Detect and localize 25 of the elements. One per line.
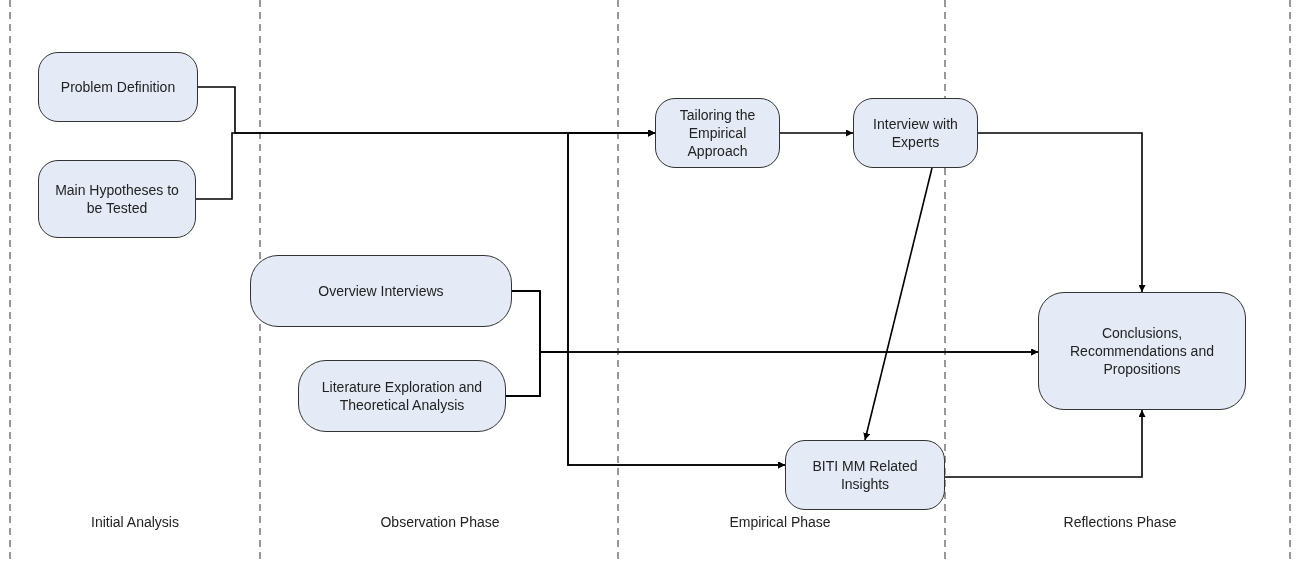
process-box [38, 160, 196, 238]
process-box [1038, 292, 1246, 410]
process-box [38, 52, 198, 122]
box-label: Interview with Experts [872, 114, 959, 152]
arrow [977, 132, 1146, 293]
box-label: Conclusions, Recommendations and Propositions [1069, 323, 1215, 379]
box-label: BITI MM Related Insights [811, 456, 919, 494]
box-label: Overview Interviews [318, 281, 444, 301]
process-box [655, 98, 780, 168]
process-box [853, 98, 978, 168]
arrow [779, 129, 854, 137]
process-box [785, 440, 945, 510]
phase-label: Observation Phase [380, 514, 500, 530]
arrow [863, 167, 933, 441]
arrow [944, 409, 1146, 478]
phase-label: Initial Analysis [91, 514, 179, 530]
box-label: Main Hypotheses to be Tested [54, 180, 180, 218]
box-label: Problem Definition [60, 77, 176, 97]
arrow [505, 351, 786, 469]
process-box [250, 255, 512, 327]
box-label: Tailoring the Empirical Approach [678, 105, 757, 161]
process-box [298, 360, 506, 432]
phase-label: Empirical Phase [729, 514, 831, 530]
box-label: Literature Exploration and Theoretical Analysis [320, 377, 484, 415]
phase-label: Reflections Phase [1063, 514, 1177, 530]
